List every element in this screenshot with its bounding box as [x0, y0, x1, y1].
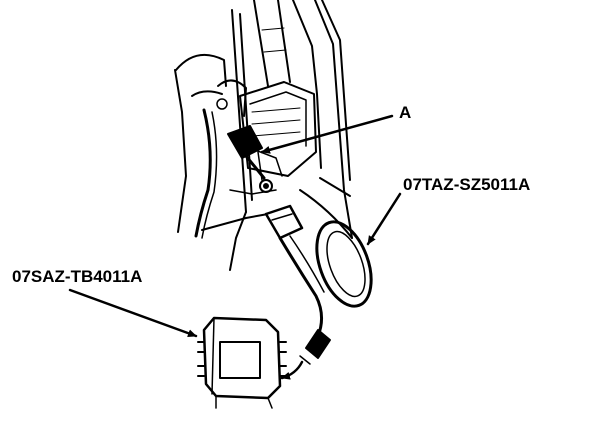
harness-tool	[264, 204, 373, 365]
leader-line-harness	[366, 192, 402, 246]
vehicle-wiring	[194, 108, 218, 239]
callout-label-harness-tool: 07TAZ-SZ5011A	[403, 175, 531, 194]
connector-a	[227, 125, 266, 181]
leader-line-a	[260, 114, 394, 154]
leader-line-tester	[68, 288, 198, 338]
tester-box	[197, 316, 287, 409]
callout-label-a: A	[399, 103, 412, 122]
seatbelt-webbing	[253, 0, 291, 87]
connect-arrow	[280, 360, 304, 380]
pillar-trim	[174, 0, 353, 271]
callout-label-tester-tool: 07SAZ-TB4011A	[12, 267, 143, 286]
belt-retractor	[216, 79, 317, 195]
